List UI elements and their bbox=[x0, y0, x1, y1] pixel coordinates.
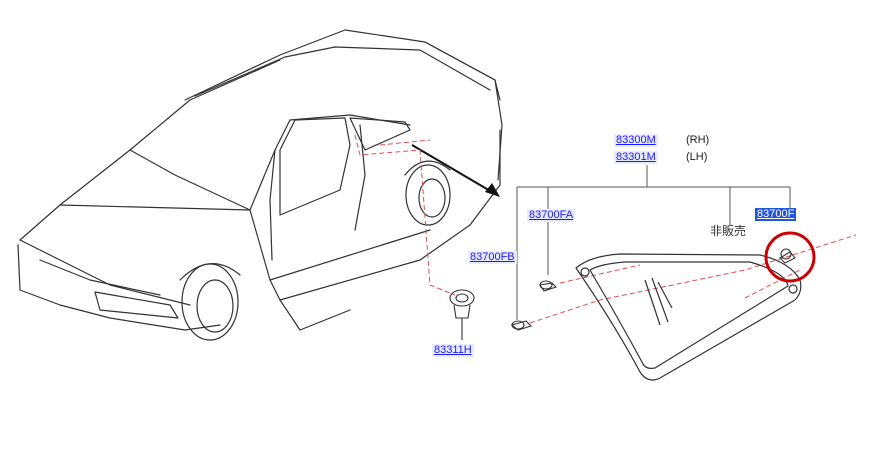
part-code-83700fa[interactable]: 83700FA bbox=[527, 209, 576, 222]
clip-83700f bbox=[779, 248, 796, 264]
grommet-83311h bbox=[449, 289, 475, 340]
pointer-arrow bbox=[411, 144, 500, 197]
highlight-circle bbox=[764, 231, 816, 283]
part-code-83700f[interactable]: 83700F bbox=[755, 208, 797, 221]
not-sold-label: 非販売 bbox=[710, 224, 747, 238]
part-code-83300m[interactable]: 83300M bbox=[614, 134, 658, 147]
part-code-83311h[interactable]: 83311H bbox=[432, 344, 474, 357]
grouping-bracket bbox=[516, 165, 791, 320]
leader-lines bbox=[354, 134, 857, 324]
side-label-lh: (LH) bbox=[686, 151, 708, 163]
car-body bbox=[17, 29, 503, 341]
quarter-glass bbox=[575, 253, 802, 381]
side-label-rh: (RH) bbox=[686, 134, 710, 146]
part-code-83700fb[interactable]: 83700FB bbox=[468, 251, 517, 264]
clip-83700fa bbox=[539, 280, 558, 292]
clip-83700fb bbox=[510, 320, 533, 331]
part-code-83301m[interactable]: 83301M bbox=[614, 151, 658, 164]
